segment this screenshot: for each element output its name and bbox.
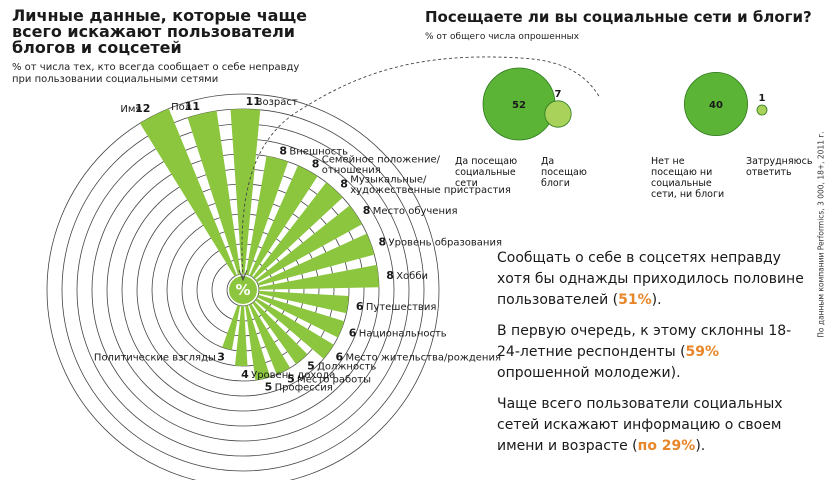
category-label-7: Уровень образования xyxy=(389,237,503,248)
value-label-15: 4 xyxy=(241,368,249,381)
bar-10 xyxy=(257,294,345,338)
source-note: По данным компании Performics, 3 000, 18… xyxy=(816,131,826,338)
bar-3 xyxy=(245,156,289,275)
chart-center-label: % xyxy=(235,281,250,299)
summary-paragraph-3: Чаще всего пользователи социальных сетей… xyxy=(497,394,812,457)
left-chart-title: Личные данные, которые чаще всего искажа… xyxy=(12,6,308,57)
summary-p3-highlight: по 29% xyxy=(637,438,696,454)
value-label-13: 5 xyxy=(287,373,295,386)
bar-0 xyxy=(139,108,237,277)
bubble-label-social: Да посещаю социальные сети xyxy=(455,156,518,189)
summary-p1-highlight: 51% xyxy=(618,292,652,308)
bubble-label-undecided: Затрудняюсь ответить xyxy=(746,156,813,178)
bar-13 xyxy=(248,303,291,375)
bubble-chart: 52 7 40 1 xyxy=(482,67,768,141)
bubble-value-0: 52 xyxy=(512,100,526,111)
bubble-2 xyxy=(684,72,749,137)
value-label-10: 6 xyxy=(349,327,357,340)
category-label-5: Музыкальные/художественные пристрастия xyxy=(350,175,511,197)
category-label-12: Должность xyxy=(317,361,376,372)
connector-arrowhead xyxy=(238,269,248,282)
bar-4 xyxy=(249,165,318,277)
bar-8 xyxy=(258,264,379,290)
value-label-12: 5 xyxy=(307,359,315,372)
category-label-14: Профессия xyxy=(275,383,333,394)
summary-p3-text: Чаще всего пользователи социальных сетей… xyxy=(497,396,783,454)
category-label-2: Возраст xyxy=(256,97,298,108)
category-label-11: Место жительства/рождения xyxy=(346,353,501,364)
summary-paragraph-1: Сообщать о себе в соцсетях неправду хотя… xyxy=(497,248,812,311)
chart-center xyxy=(229,276,257,304)
chart-ring xyxy=(46,93,440,480)
summary-p2-text: В первую очередь, к этому склонны 18-24-… xyxy=(497,323,792,360)
bar-16 xyxy=(222,305,241,350)
chart-bars xyxy=(139,108,379,381)
bubble-label-blogs: Да посещаю блоги xyxy=(541,156,587,189)
category-label-9: Путешествия xyxy=(366,302,436,313)
bubble-label-none: Нет не посещаю ни социальные сети, ни бл… xyxy=(651,156,725,200)
summary-p1-end: ). xyxy=(651,292,662,308)
value-label-4: 8 xyxy=(312,158,320,171)
bubble-value-3: 1 xyxy=(759,93,766,104)
value-label-3: 8 xyxy=(279,145,287,158)
category-label-16: Политические взгляды xyxy=(94,353,216,364)
category-label-4: Семейное положение/отношения xyxy=(322,154,441,176)
bubble-3 xyxy=(756,104,768,116)
bar-6 xyxy=(255,205,362,283)
summary-text: Сообщать о себе в соцсетях неправду хотя… xyxy=(497,248,812,467)
summary-p2-end: опрошенной молодежи). xyxy=(497,365,681,381)
right-chart-title: Посещаете ли вы социальные сети и блоги? xyxy=(425,8,812,26)
value-label-14: 5 xyxy=(265,381,273,394)
value-label-16: 3 xyxy=(217,351,225,364)
bar-1 xyxy=(187,110,241,275)
value-label-7: 8 xyxy=(379,235,387,248)
dashed-connector xyxy=(241,56,601,279)
bar-14 xyxy=(245,305,271,381)
summary-p2-highlight: 59% xyxy=(685,344,720,360)
bar-15 xyxy=(235,305,248,367)
category-label-10: Национальность xyxy=(359,329,447,340)
bubble-value-1: 7 xyxy=(555,89,562,100)
category-label-8: Хобби xyxy=(396,271,428,282)
category-label-1: Пол xyxy=(171,102,191,113)
category-label-3: Внешность xyxy=(289,147,348,158)
value-label-9: 6 xyxy=(356,300,364,313)
summary-p3-end: ). xyxy=(695,438,706,454)
category-label-0: Имя xyxy=(120,104,141,115)
summary-paragraph-2: В первую очередь, к этому склонны 18-24-… xyxy=(497,321,812,384)
bar-9 xyxy=(258,290,349,314)
value-label-1: 11 xyxy=(185,100,200,113)
bar-7 xyxy=(257,233,375,286)
value-label-11: 6 xyxy=(336,351,344,364)
bubble-1 xyxy=(544,100,572,128)
value-label-8: 8 xyxy=(386,269,394,282)
value-label-0: 12 xyxy=(135,102,150,115)
right-chart-subtitle: % от общего числа опрошенных xyxy=(425,32,580,42)
value-label-2: 11 xyxy=(246,95,261,108)
value-label-5: 8 xyxy=(340,178,348,191)
category-label-15: Уровень дохода xyxy=(251,370,335,381)
category-label-13: Место работы xyxy=(297,375,371,386)
chart-ring xyxy=(226,273,260,307)
summary-p1-text: Сообщать о себе в соцсетях неправду хотя… xyxy=(497,250,804,308)
left-chart-subtitle: % от числа тех, кто всегда сообщает о се… xyxy=(12,62,300,85)
bar-5 xyxy=(252,182,343,280)
category-label-6: Место обучения xyxy=(373,206,458,217)
value-label-6: 8 xyxy=(363,204,371,217)
bar-11 xyxy=(255,298,334,359)
bar-12 xyxy=(252,301,308,364)
bubble-value-2: 40 xyxy=(709,100,723,111)
bar-2 xyxy=(230,108,261,275)
